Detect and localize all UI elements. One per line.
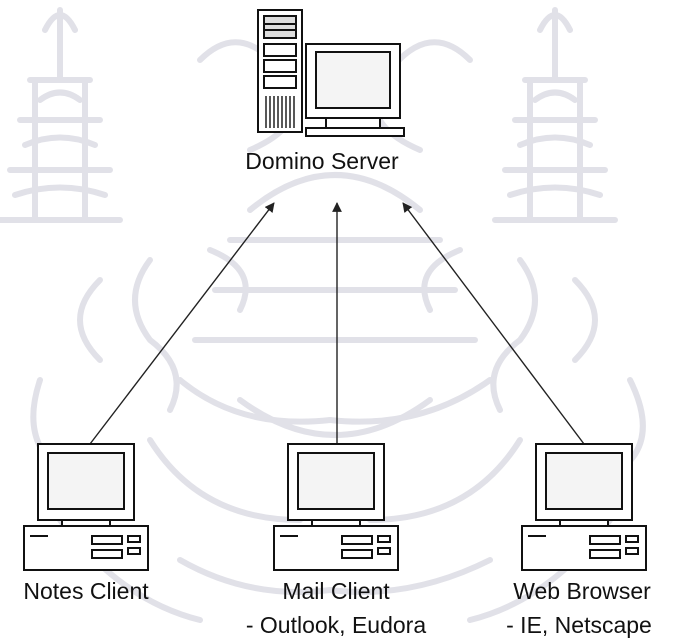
watermark-emblem — [0, 7, 646, 623]
client-computer-mail — [273, 443, 399, 571]
server-computer-icon — [257, 9, 405, 137]
mail-client-label: Mail Client — [282, 578, 390, 604]
server-label: Domino Server — [245, 148, 399, 174]
web-browser-label: Web Browser — [513, 578, 651, 604]
connections — [89, 202, 585, 445]
arrow-notes-to-server — [89, 202, 275, 445]
client-computer-web — [521, 443, 647, 571]
web-browser-sublabel: - IE, Netscape — [506, 612, 652, 638]
arrow-web-to-server — [402, 202, 585, 445]
mail-client-sublabel: - Outlook, Eudora — [245, 612, 427, 638]
client-computer-notes — [23, 443, 149, 571]
notes-client-label: Notes Client — [23, 578, 149, 604]
